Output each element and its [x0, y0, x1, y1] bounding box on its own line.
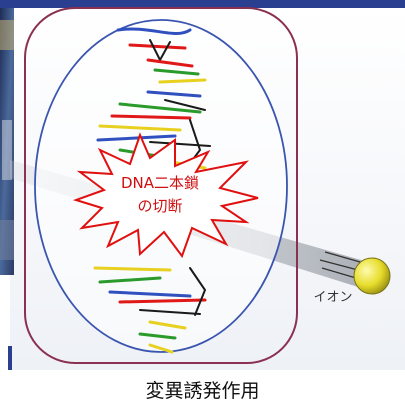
ion-motion-lines	[319, 251, 361, 279]
dna-panel	[24, 7, 298, 364]
dna-helix-lower	[93, 266, 207, 354]
burst-label-line2: の切断	[137, 197, 182, 215]
top-bar	[0, 0, 405, 8]
caption: 変異誘発作用	[145, 380, 260, 402]
ion-ball	[353, 257, 391, 295]
accent-bar	[8, 346, 12, 370]
burst-shape	[72, 132, 259, 259]
scientist-photo	[0, 8, 14, 275]
ion-label: イオン	[313, 290, 352, 305]
burst-label-line1: DNA二本鎖	[121, 174, 199, 192]
